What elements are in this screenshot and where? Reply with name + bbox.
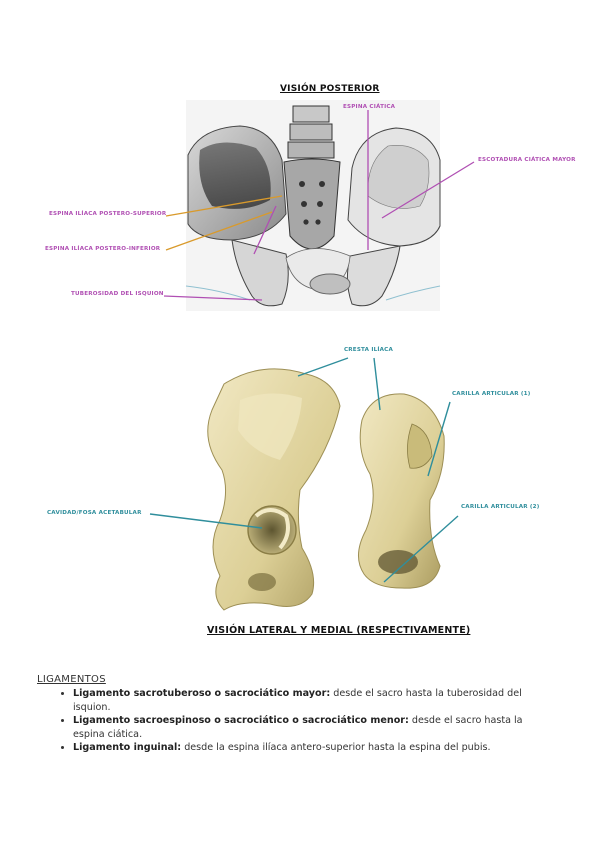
list-item-term: Ligamento sacrotuberoso o sacrociático m…: [73, 688, 330, 699]
list-item: Ligamento sacroespinoso o sacrociático o…: [73, 714, 557, 741]
pointer-cresta-right: [374, 358, 380, 410]
label-carilla-articular-1: CARILLA ARTICULAR (1): [452, 391, 531, 397]
list-item-term: Ligamento sacroespinoso o sacrociático o…: [73, 715, 409, 726]
label-carilla-articular-2: CARILLA ARTICULAR (2): [461, 504, 540, 510]
list-item-term: Ligamento inguinal:: [73, 742, 181, 753]
pointer-carilla1: [428, 402, 450, 476]
list-item: Ligamento inguinal: desde la espina ilía…: [73, 741, 557, 755]
label-cavidad-acetabular: CAVIDAD/FOSA ACETABULAR: [47, 510, 142, 516]
list-item: Ligamento sacrotuberoso o sacrociático m…: [73, 687, 557, 714]
ligamentos-heading: LIGAMENTOS: [37, 674, 557, 685]
ligamentos-list: Ligamento sacrotuberoso o sacrociático m…: [37, 687, 557, 755]
label-cresta-iliaca: CRESTA ILÍACA: [344, 347, 393, 353]
pointer-carilla2: [384, 516, 458, 582]
pointer-cresta-left: [298, 358, 348, 376]
ligamentos-section: LIGAMENTOS Ligamento sacrotuberoso o sac…: [37, 674, 557, 755]
pointer-cavidad: [150, 514, 262, 528]
list-item-desc: desde la espina ilíaca antero-superior h…: [181, 742, 490, 753]
figure2-title: VISIÓN LATERAL Y MEDIAL (RESPECTIVAMENTE…: [207, 625, 470, 636]
